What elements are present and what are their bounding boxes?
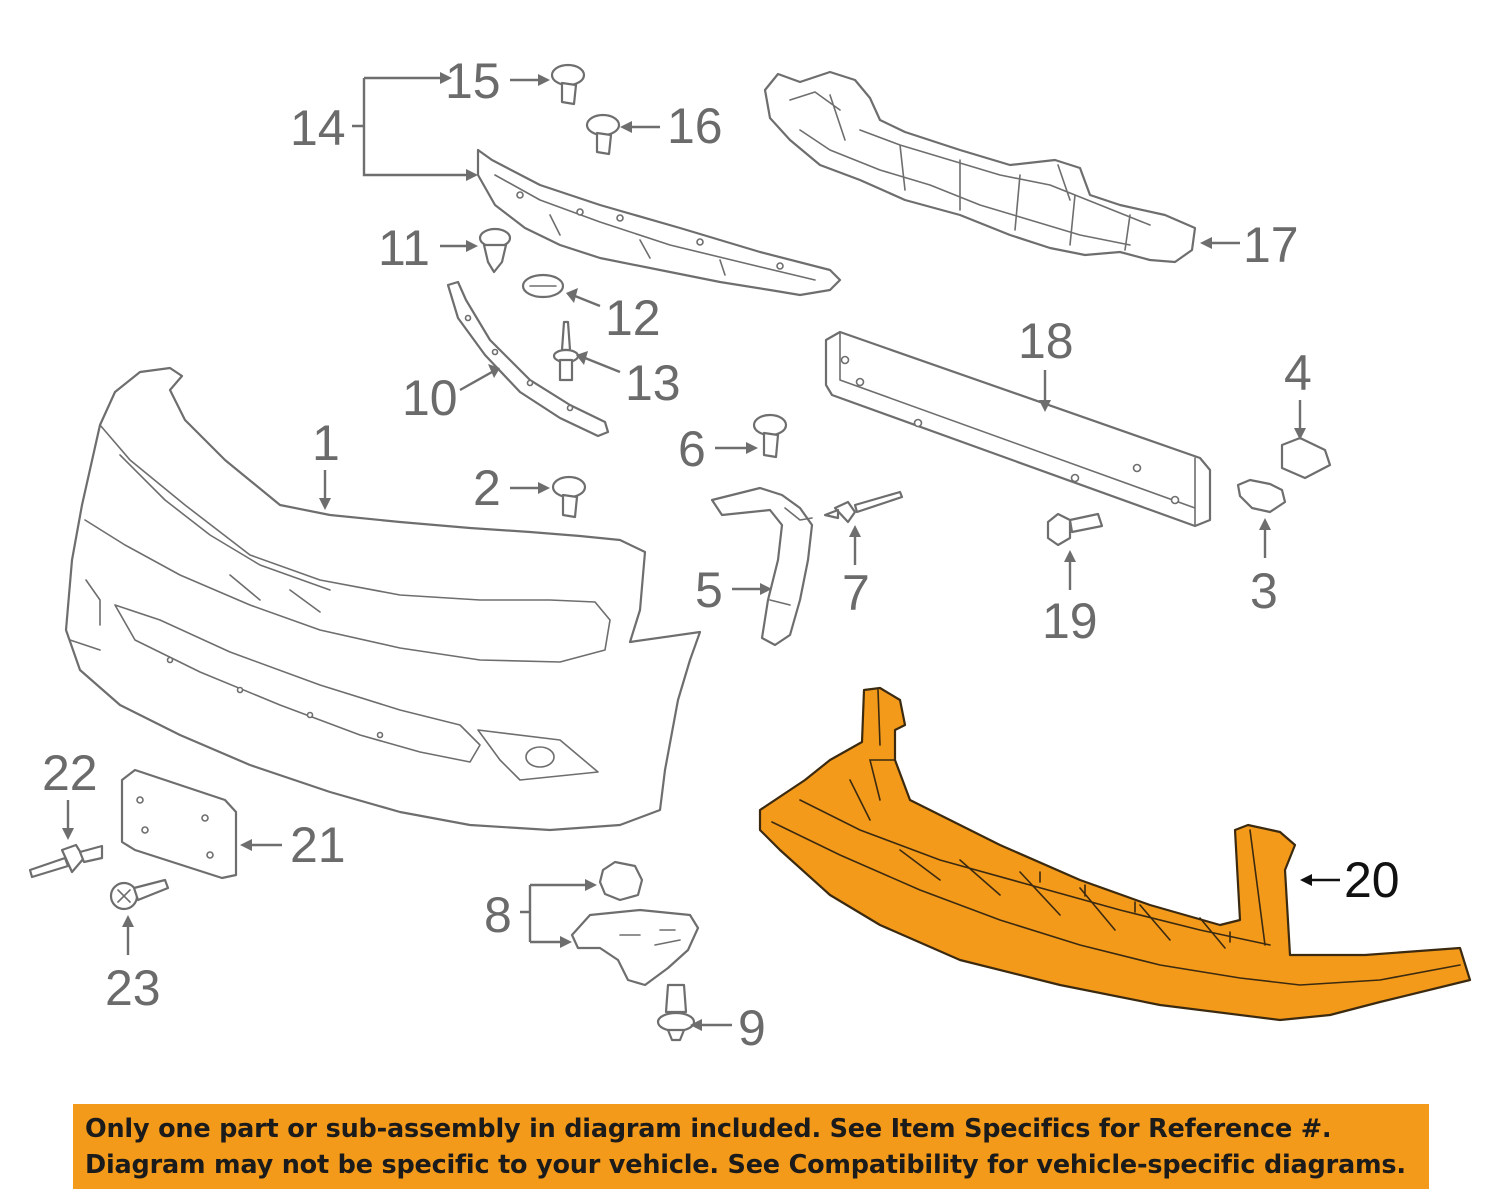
callout-labels: 1 2 3 4 5 6 7 8 9 10 11 12 13 14 15 16 1…: [42, 53, 1400, 1056]
callout-2: 2: [473, 460, 501, 516]
callout-11: 11: [378, 220, 430, 276]
callout-6: 6: [678, 421, 706, 477]
part-1-bumper-cover: [64, 366, 702, 832]
part-4-retainer: [1280, 436, 1332, 480]
part-13-rivet: [552, 320, 580, 382]
callout-15: 15: [445, 53, 501, 109]
disclaimer-banner: Only one part or sub-assembly in diagram…: [73, 1104, 1429, 1189]
part-15-screw: [550, 63, 586, 106]
part-8-grommet: [598, 860, 644, 902]
callout-7: 7: [842, 565, 870, 621]
callout-14: 14: [290, 100, 346, 156]
part-23-screw: [109, 878, 170, 911]
part-17-energy-absorber: [763, 70, 1197, 264]
part-14-upper-panel: [476, 148, 842, 297]
part-21-license-bracket: [120, 768, 238, 880]
callout-20: 20: [1344, 852, 1400, 908]
part-22-rivet: [28, 843, 104, 879]
leader-lines: [62, 72, 1340, 1031]
part-7-rivet: [823, 490, 904, 524]
callout-4: 4: [1284, 345, 1312, 401]
part-8-bracket: [570, 908, 700, 987]
part-2-screw: [551, 475, 587, 519]
callout-8: 8: [484, 887, 512, 943]
part-3-stud: [1236, 478, 1287, 514]
disclaimer-line-1: Only one part or sub-assembly in diagram…: [85, 1113, 1332, 1144]
part-9-push-pin: [656, 983, 696, 1042]
part-10-seal-strip: [446, 280, 610, 438]
part-5-bracket: [710, 486, 814, 647]
part-18-reinforcement-bar: [824, 330, 1212, 528]
callout-22: 22: [42, 745, 98, 801]
callout-13: 13: [625, 355, 681, 411]
part-20-air-deflector: [758, 686, 1472, 1022]
part-19-bolt: [1046, 512, 1104, 547]
part-16-screw: [585, 113, 621, 156]
callout-12: 12: [605, 290, 661, 346]
callout-18: 18: [1018, 313, 1074, 369]
part-6-screw: [752, 413, 788, 459]
callout-3: 3: [1250, 563, 1278, 619]
callout-16: 16: [667, 98, 723, 154]
disclaimer-line-2: Diagram may not be specific to your vehi…: [85, 1149, 1406, 1180]
callout-19: 19: [1042, 593, 1098, 649]
callout-21: 21: [290, 817, 346, 873]
callout-17: 17: [1243, 217, 1299, 273]
callout-1: 1: [312, 415, 340, 471]
callout-10: 10: [402, 370, 458, 426]
callout-5: 5: [695, 562, 723, 618]
part-11-push-pin: [478, 227, 512, 274]
callout-9: 9: [738, 1000, 766, 1056]
part-12-cap: [521, 273, 565, 299]
callout-23: 23: [105, 960, 161, 1016]
